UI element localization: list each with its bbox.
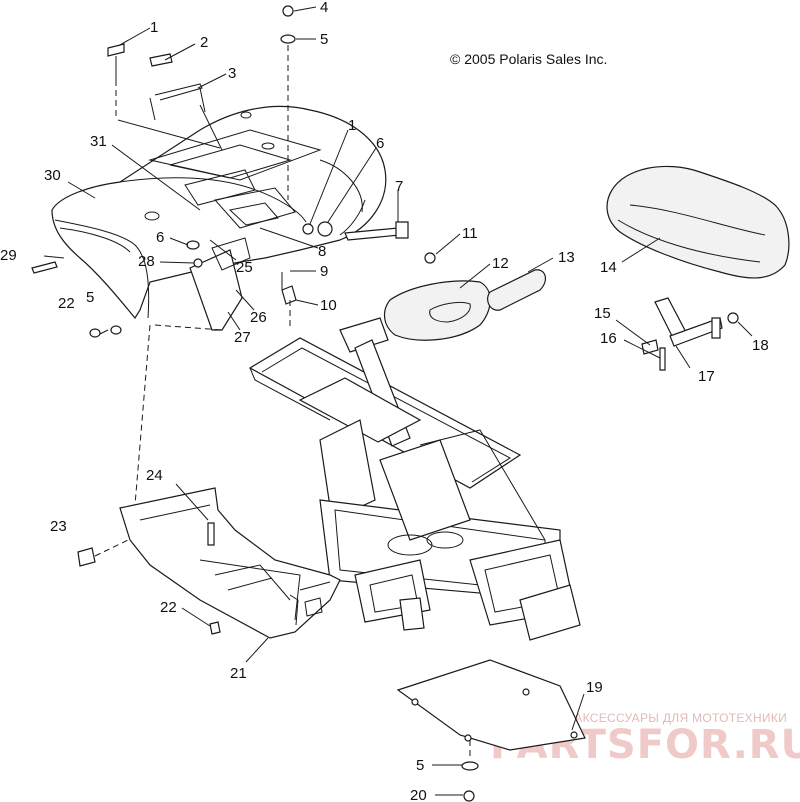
callout-24: 24 xyxy=(146,467,163,484)
callout-5-b: 5 xyxy=(86,289,94,306)
callout-1: 1 xyxy=(150,19,158,36)
callout-13: 13 xyxy=(558,249,575,266)
callout-12: 12 xyxy=(492,255,509,272)
callout-18: 18 xyxy=(752,337,769,354)
rear-fender xyxy=(51,104,387,320)
rear-guard xyxy=(77,487,341,639)
callout-14: 14 xyxy=(600,259,617,276)
storage-cover xyxy=(384,252,547,341)
callout-10: 10 xyxy=(320,297,337,314)
leader-lines xyxy=(43,6,753,796)
callout-6-b: 6 xyxy=(156,229,164,246)
callout-17: 17 xyxy=(698,368,715,385)
callout-26: 26 xyxy=(250,309,267,326)
callout-22-b: 22 xyxy=(160,599,177,616)
callout-31: 31 xyxy=(90,133,107,150)
callout-21: 21 xyxy=(230,665,247,682)
callout-19: 19 xyxy=(586,679,603,696)
callout-29: 29 xyxy=(0,247,17,264)
callout-8: 8 xyxy=(318,243,326,260)
callout-16: 16 xyxy=(600,330,617,347)
callout-5-c: 5 xyxy=(416,757,424,774)
callout-7: 7 xyxy=(395,178,403,195)
callout-11: 11 xyxy=(462,225,478,242)
skid-plate xyxy=(396,659,586,751)
callout-labels: 1 2 3 4 5 31 1 6 7 30 6 8 29 28 25 9 11 … xyxy=(0,0,769,802)
callout-23: 23 xyxy=(50,518,67,535)
callout-2: 2 xyxy=(200,34,208,51)
bottom-fasteners xyxy=(461,761,479,802)
callout-27: 27 xyxy=(234,329,251,346)
callout-20: 20 xyxy=(410,787,427,802)
callout-6: 6 xyxy=(376,135,384,152)
callout-4: 4 xyxy=(320,0,328,16)
copyright-text: © 2005 Polaris Sales Inc. xyxy=(450,51,607,67)
callout-3: 3 xyxy=(228,65,236,82)
callout-25: 25 xyxy=(236,259,253,276)
callout-15: 15 xyxy=(594,305,611,322)
fender-hardware xyxy=(31,5,409,338)
callout-9: 9 xyxy=(320,263,328,280)
callout-1-b: 1 xyxy=(348,117,356,134)
callout-30: 30 xyxy=(44,167,61,184)
mud-flap xyxy=(189,237,251,331)
callout-5: 5 xyxy=(320,31,328,48)
seat xyxy=(606,165,790,279)
callout-22: 22 xyxy=(58,295,75,312)
callout-28: 28 xyxy=(138,253,155,270)
vehicle-frame xyxy=(248,317,581,641)
seat-latch xyxy=(641,297,739,371)
